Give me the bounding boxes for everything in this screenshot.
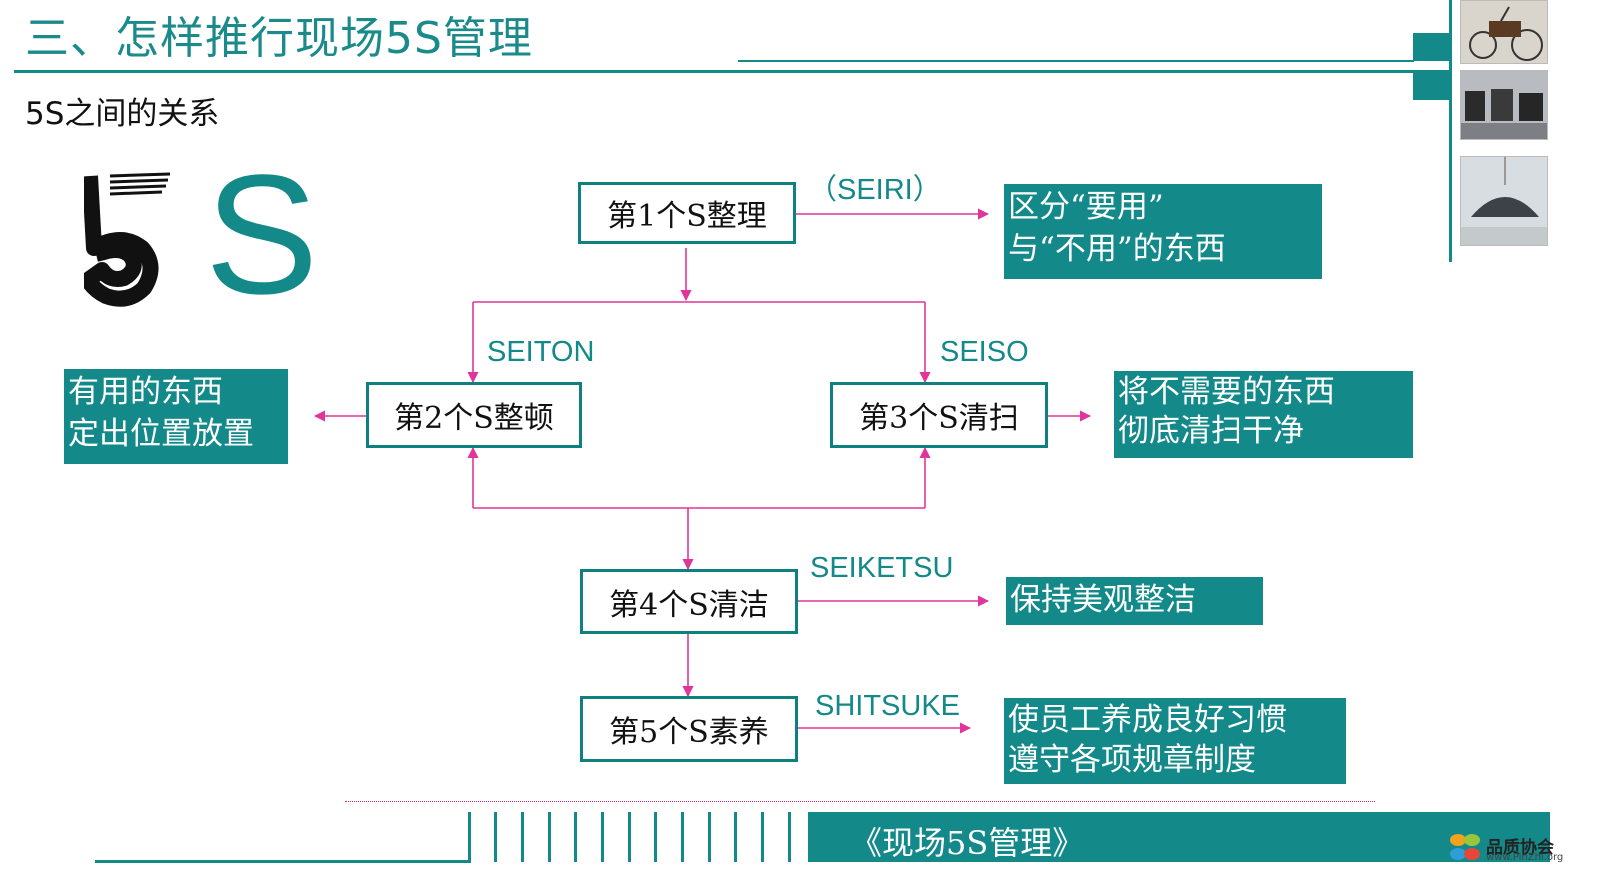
footer-rule bbox=[95, 860, 471, 863]
desc-shitsuke: 使员工养成良好习惯 遵守各项规章制度 bbox=[1004, 698, 1346, 784]
term-seiketsu: SEIKETSU bbox=[810, 552, 954, 584]
desc-seiri-line-1: 区分“要用” bbox=[1008, 189, 1164, 225]
page-title: 三、怎样推行现场5S管理 bbox=[25, 13, 533, 64]
desc-seiton: 有用的东西 定出位置放置 bbox=[64, 369, 288, 464]
desc-seiton-line-2: 定出位置放置 bbox=[68, 416, 254, 452]
step-box-seiso: 第3个S清扫 bbox=[830, 382, 1048, 448]
term-seiton: SEITON bbox=[487, 336, 595, 368]
side-rule bbox=[1449, 0, 1452, 262]
header-accent-block-2 bbox=[1413, 73, 1451, 100]
thumbnail-modern-plant bbox=[1460, 156, 1548, 246]
five-logo-icon bbox=[80, 170, 176, 314]
desc-seiketsu: 保持美观整洁 bbox=[1006, 577, 1263, 625]
brand-name: 品质协会 bbox=[1486, 838, 1554, 858]
desc-shitsuke-line-2: 遵守各项规章制度 bbox=[1008, 742, 1256, 778]
footer-stripes bbox=[468, 812, 791, 862]
logo-letter-s: S bbox=[205, 140, 319, 330]
desc-seiri-line-2: 与“不用”的东西 bbox=[1008, 231, 1226, 267]
term-shitsuke: SHITSUKE bbox=[815, 690, 961, 722]
brand-flower-icon bbox=[1446, 830, 1484, 868]
footer-banner bbox=[808, 812, 1550, 862]
footer-dotted-rule bbox=[345, 801, 1375, 802]
header-accent-block bbox=[1413, 33, 1451, 61]
thumbnail-antique-car bbox=[1460, 0, 1548, 64]
thumbnail-factory-line bbox=[1460, 70, 1548, 140]
desc-seiso-line-1: 将不需要的东西 bbox=[1118, 374, 1335, 410]
step-box-seiketsu: 第4个S清洁 bbox=[580, 569, 798, 634]
brand-url: www.PinZhi.org bbox=[1486, 852, 1564, 863]
step-box-seiri: 第1个S整理 bbox=[578, 182, 796, 244]
desc-seiso-line-2: 彻底清扫干净 bbox=[1118, 413, 1304, 449]
header-rule bbox=[14, 70, 1450, 73]
footer-title: 《现场5S管理》 bbox=[850, 824, 1085, 862]
desc-seiketsu-line-1: 保持美观整洁 bbox=[1010, 582, 1196, 618]
desc-shitsuke-line-1: 使员工养成良好习惯 bbox=[1008, 702, 1287, 738]
term-seiri: （SEIRI） bbox=[808, 174, 942, 206]
desc-seiton-line-1: 有用的东西 bbox=[68, 374, 223, 410]
desc-seiso: 将不需要的东西 彻底清扫干净 bbox=[1114, 371, 1413, 458]
section-subtitle: 5S之间的关系 bbox=[25, 96, 220, 132]
step-box-seiton: 第2个S整顿 bbox=[366, 382, 582, 448]
desc-seiri: 区分“要用” 与“不用”的东西 bbox=[1004, 184, 1322, 279]
term-seiso: SEISO bbox=[940, 336, 1029, 368]
step-box-shitsuke: 第5个S素养 bbox=[580, 696, 798, 762]
header-rule-thin bbox=[738, 60, 1414, 62]
